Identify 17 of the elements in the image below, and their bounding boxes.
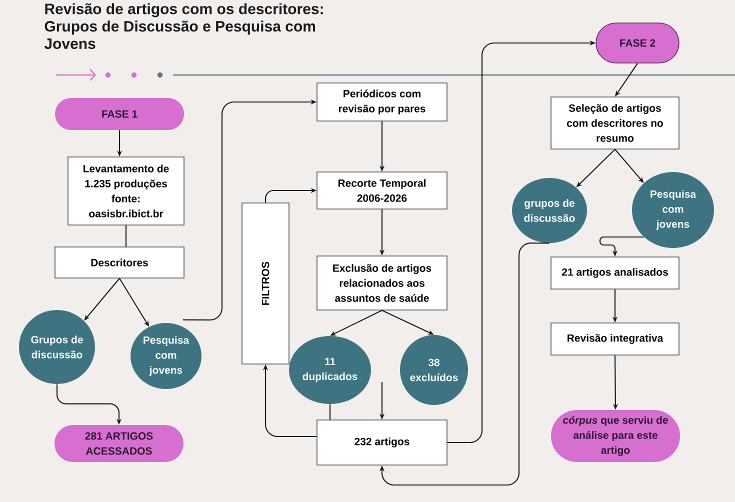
process-box: Recorte Temporal 2006-2026 [316, 172, 448, 210]
process-box: Exclusão de artigos relacionados aos assuntos de saúde [316, 256, 448, 310]
process-box: 21 artigos analisados [550, 256, 680, 290]
filter-box: FILTROS [242, 202, 290, 364]
title: Revisão de artigos com os descritores: Grupos de Discussão e Pesquisa com Jovens [44, 3, 323, 49]
process-box: Seleção de artigos com descritores no resumo [550, 96, 680, 150]
arrow [379, 242, 550, 486]
process-box: Periódicos com revisão por pares [316, 82, 448, 122]
terminal-pill: FASE 2 [596, 22, 680, 64]
process-box: 232 artigos [316, 420, 448, 466]
process-box: Levantamento de 1.235 produções fonte: oasisbr.ibict.br [68, 156, 184, 226]
process-box: Revisão integrativa [550, 322, 680, 356]
connector-line [125, 225, 127, 247]
terminal-pill: 281 ARTIGOS ACESSADOS [54, 425, 184, 462]
terminal-pill: FASE 1 [55, 98, 184, 130]
process-box: Descritores [54, 246, 184, 278]
connector-line [329, 404, 331, 420]
